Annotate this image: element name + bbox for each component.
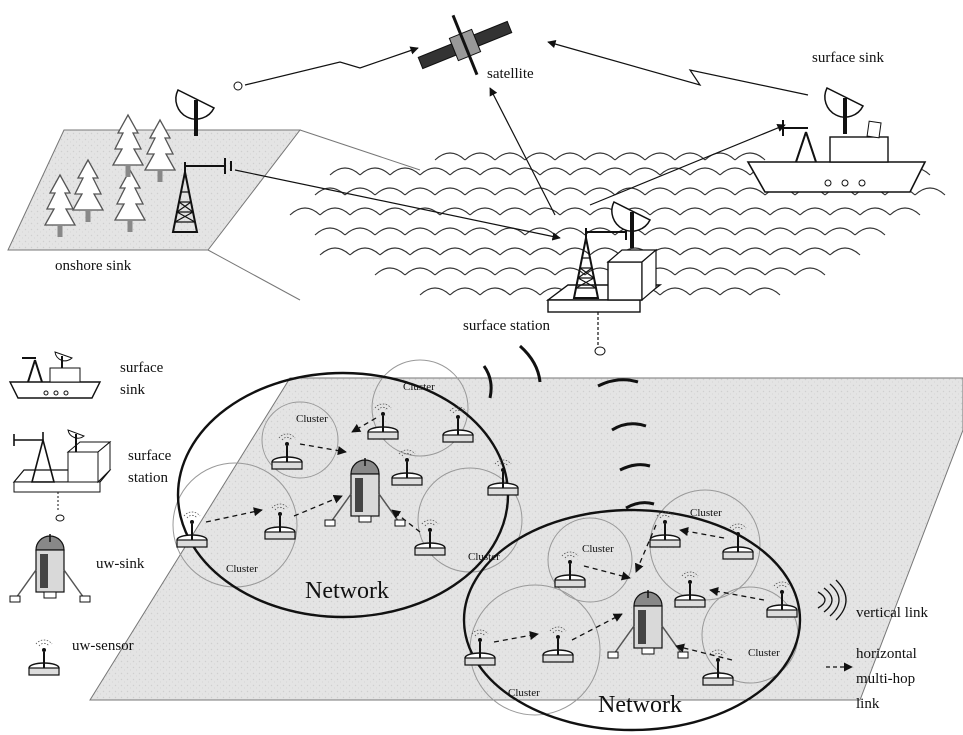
wave [289, 207, 921, 216]
horizontal-multihop-links [205, 417, 765, 661]
satellite-label: satellite [487, 66, 534, 82]
legend-uw-sink-icon [9, 533, 91, 603]
svg-text:Cluster: Cluster [690, 507, 722, 519]
svg-text:uw-sink: uw-sink [96, 556, 145, 572]
svg-text:Cluster: Cluster [582, 543, 614, 555]
legend-vertical-link-icon [817, 579, 847, 621]
surface-sink-label: surface sink [812, 50, 885, 66]
satellite-icon [417, 14, 513, 76]
legend-surface-station-icon [12, 429, 112, 522]
network-label-left: Network [305, 578, 389, 604]
svg-text:station: station [128, 470, 168, 486]
wave [434, 152, 766, 161]
onshore-sink-label: onshore sink [55, 258, 132, 274]
svg-text:horizontal: horizontal [856, 646, 917, 662]
svg-text:Cluster: Cluster [468, 551, 500, 563]
svg-text:link: link [856, 696, 880, 712]
legend: surface sink surface station uw-sink [8, 351, 929, 712]
wave [319, 247, 861, 256]
network-label-right: Network [598, 692, 682, 718]
sea-floor [89, 377, 963, 701]
svg-text:Cluster: Cluster [403, 381, 435, 393]
onshore-dish-icon [173, 81, 243, 138]
surface-sink-ship-icon [746, 86, 927, 193]
svg-text:vertical link: vertical link [856, 605, 929, 621]
svg-text:sink: sink [120, 382, 146, 398]
svg-text:surface: surface [120, 360, 164, 376]
svg-text:multi-hop: multi-hop [856, 671, 915, 687]
svg-text:Cluster: Cluster [508, 687, 540, 699]
wave [374, 267, 826, 276]
legend-uw-sensor-icon [28, 639, 60, 676]
legend-surface-sink-icon [8, 351, 102, 399]
svg-text:Cluster: Cluster [226, 563, 258, 575]
svg-text:Cluster: Cluster [296, 413, 328, 425]
network-ellipse-right [462, 508, 802, 732]
radio-links [234, 40, 809, 241]
vertical-acoustic-arcs [482, 344, 655, 510]
surface-station-icon [545, 200, 663, 356]
cluster-labels: Cluster Cluster Cluster Cluster Cluster … [226, 381, 780, 699]
svg-text:surface: surface [128, 448, 172, 464]
surface-station-label: surface station [463, 318, 551, 334]
svg-text:Cluster: Cluster [748, 647, 780, 659]
svg-text:uw-sensor: uw-sensor [72, 638, 134, 654]
